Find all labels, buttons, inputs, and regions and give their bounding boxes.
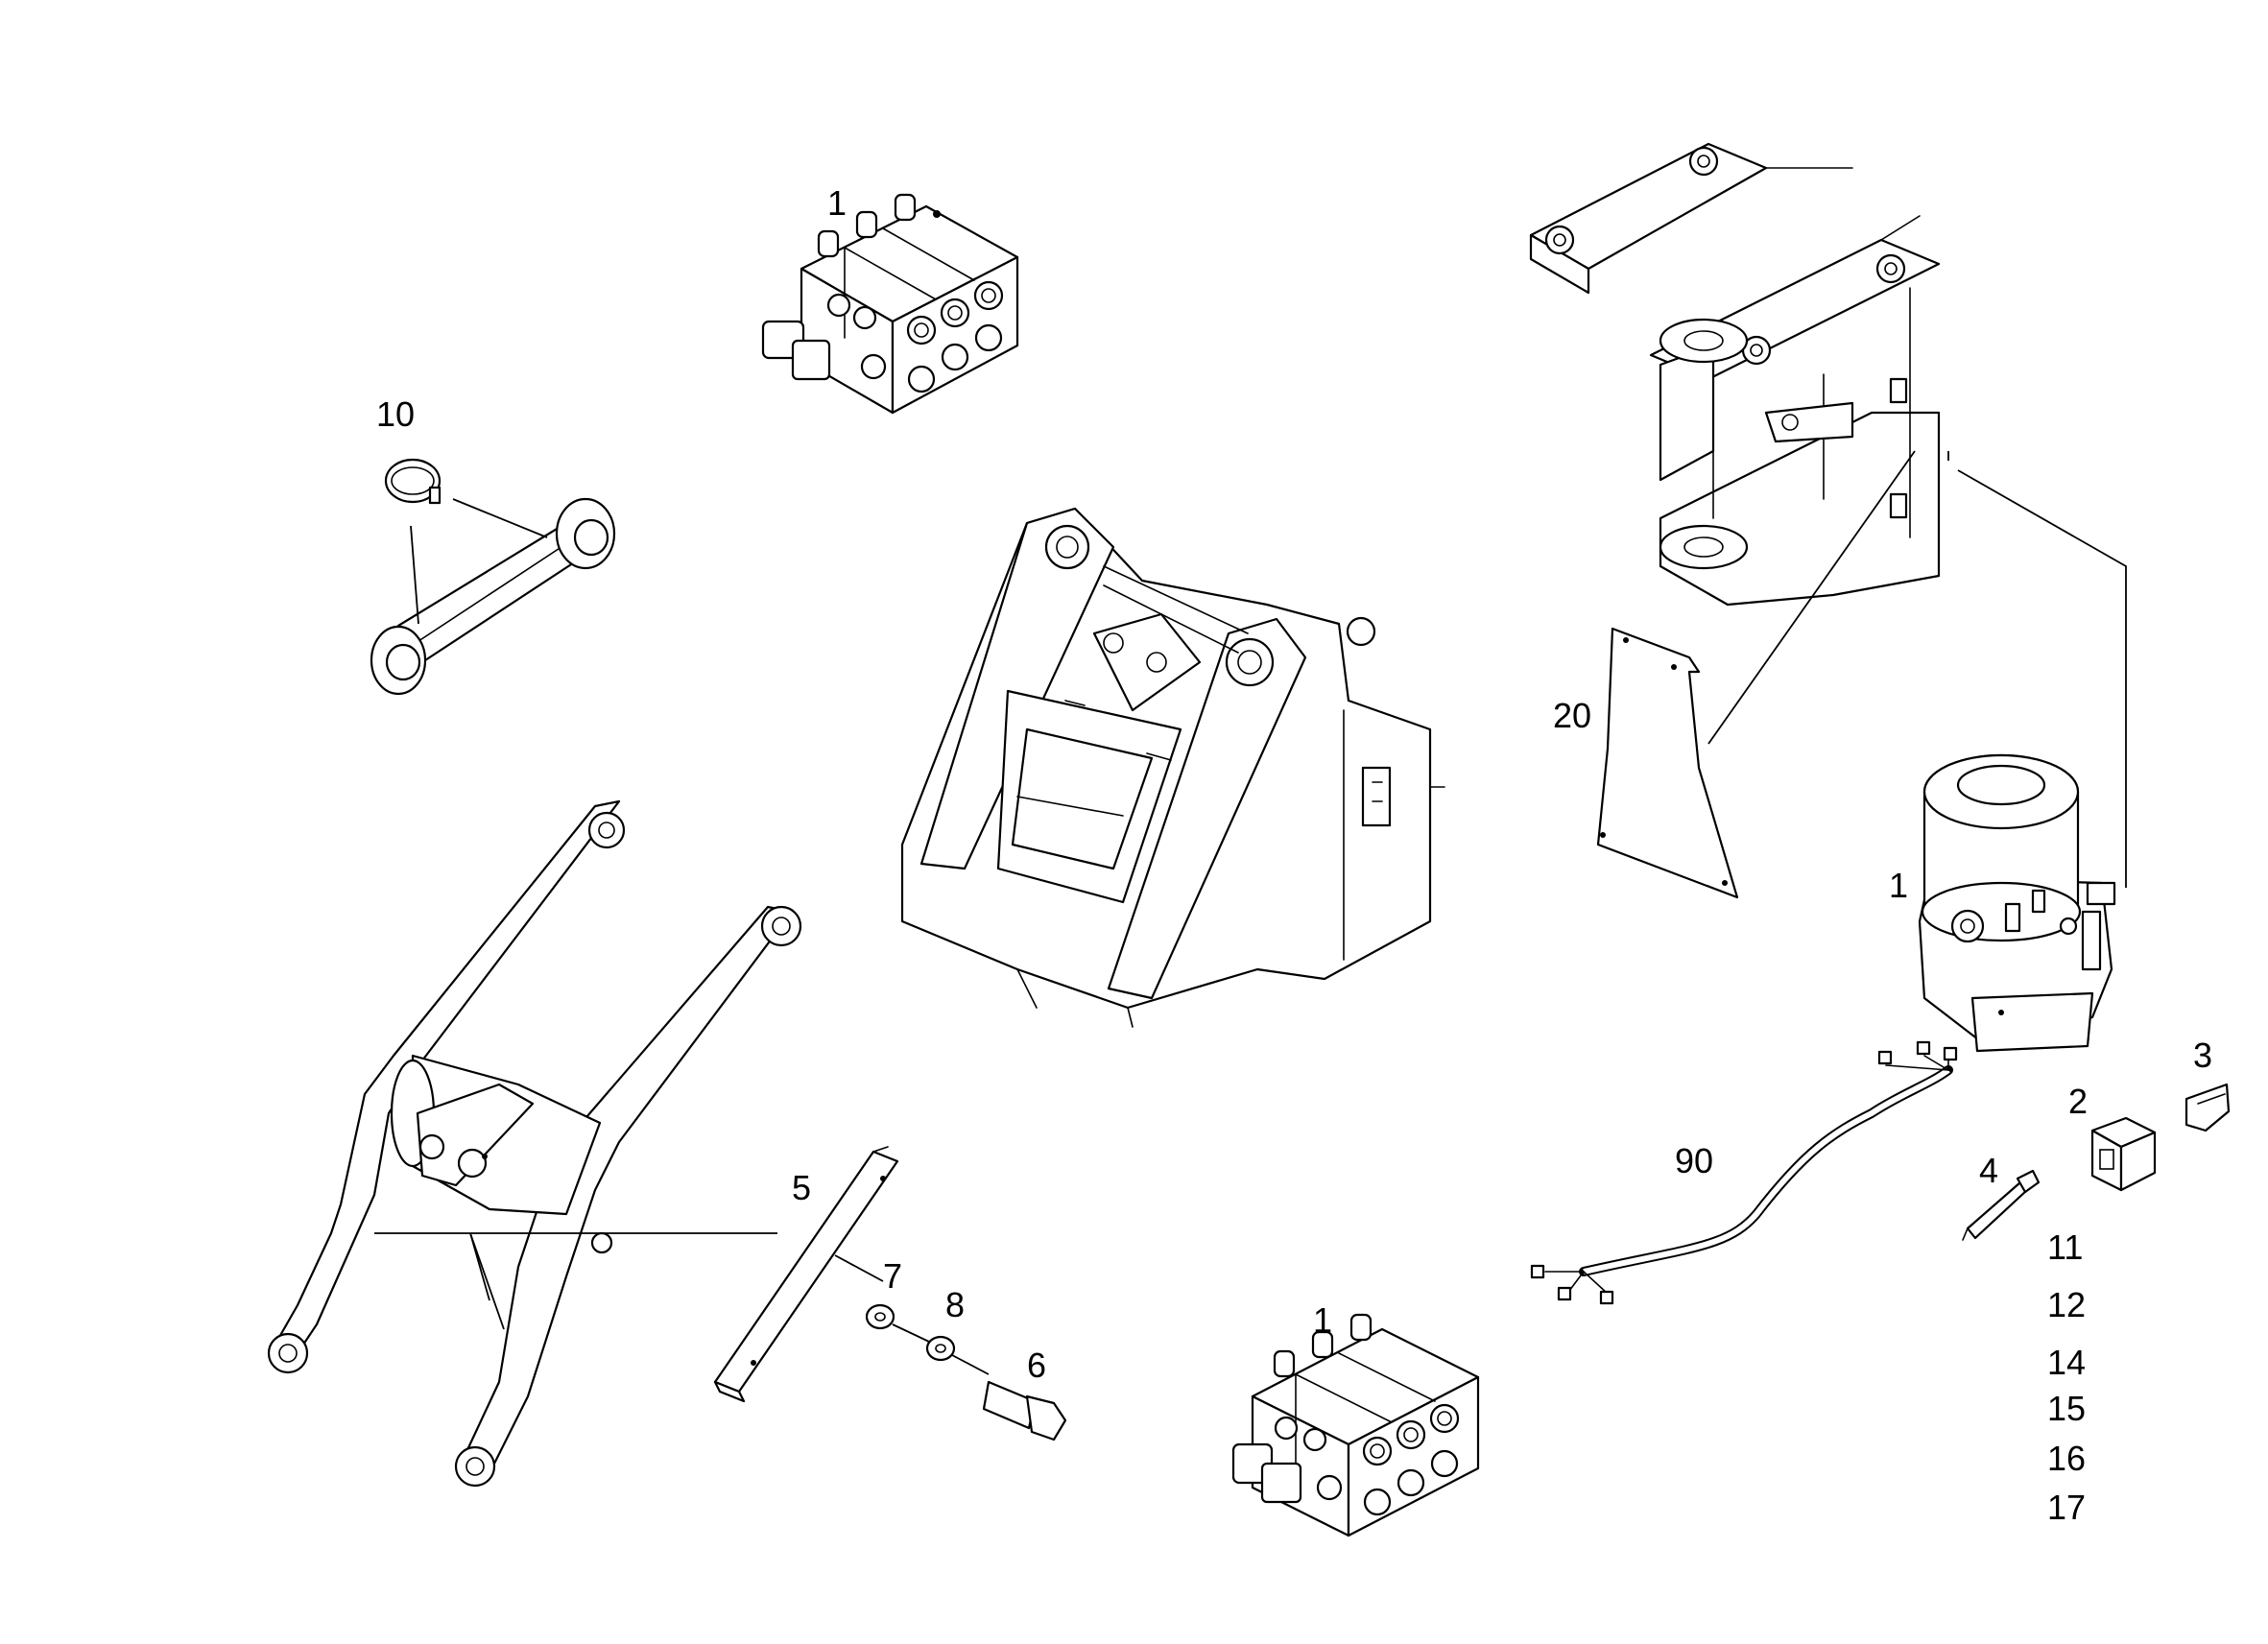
bracket <box>713 1146 899 1403</box>
front-frame <box>900 507 1445 1028</box>
cable-harness <box>1530 1040 1958 1305</box>
callout-extra-f: 17 <box>2047 1488 2086 1527</box>
washers-and-bolt <box>865 1303 1067 1441</box>
callout-extra-b: 12 <box>2047 1285 2086 1324</box>
pin <box>1962 1169 2041 1241</box>
callout-bolt: 6 <box>1027 1346 1046 1385</box>
grease-strip <box>370 458 616 696</box>
callouts: 1 10 20 1 3 2 4 90 11 12 14 15 16 17 5 7… <box>376 183 2212 1527</box>
callout-washer-b: 8 <box>945 1285 965 1324</box>
leader-lines <box>1707 450 2127 888</box>
callout-pin: 4 <box>1979 1151 1998 1190</box>
callout-washer-a: 7 <box>883 1256 902 1296</box>
callout-extra-d: 15 <box>2047 1389 2086 1428</box>
callout-cable-harness: 90 <box>1675 1141 1713 1180</box>
callout-extra-a: 11 <box>2047 1227 2083 1267</box>
pump-unit <box>1918 753 2116 1053</box>
rear-frame <box>1529 142 1941 607</box>
gasket-plate <box>1596 627 1739 899</box>
valve-block-bottom <box>1231 1313 1480 1537</box>
callout-gasket-plate: 20 <box>1553 696 1591 735</box>
callout-pump-unit: 1 <box>1889 866 1908 905</box>
connector-housing <box>2090 1116 2157 1192</box>
callout-valve-block-top: 1 <box>827 183 847 223</box>
callout-cap: 3 <box>2193 1036 2212 1075</box>
callout-extra-e: 16 <box>2047 1439 2086 1478</box>
callout-valve-block-bottom: 1 <box>1313 1300 1332 1340</box>
valve-block-top <box>761 193 1019 415</box>
loader-arm <box>267 799 802 1488</box>
callout-bracket: 5 <box>792 1168 811 1207</box>
callout-grease-strip: 10 <box>376 394 415 434</box>
callout-extra-c: 14 <box>2047 1343 2086 1382</box>
cap <box>2184 1083 2231 1132</box>
callout-connector-housing: 2 <box>2068 1082 2088 1121</box>
